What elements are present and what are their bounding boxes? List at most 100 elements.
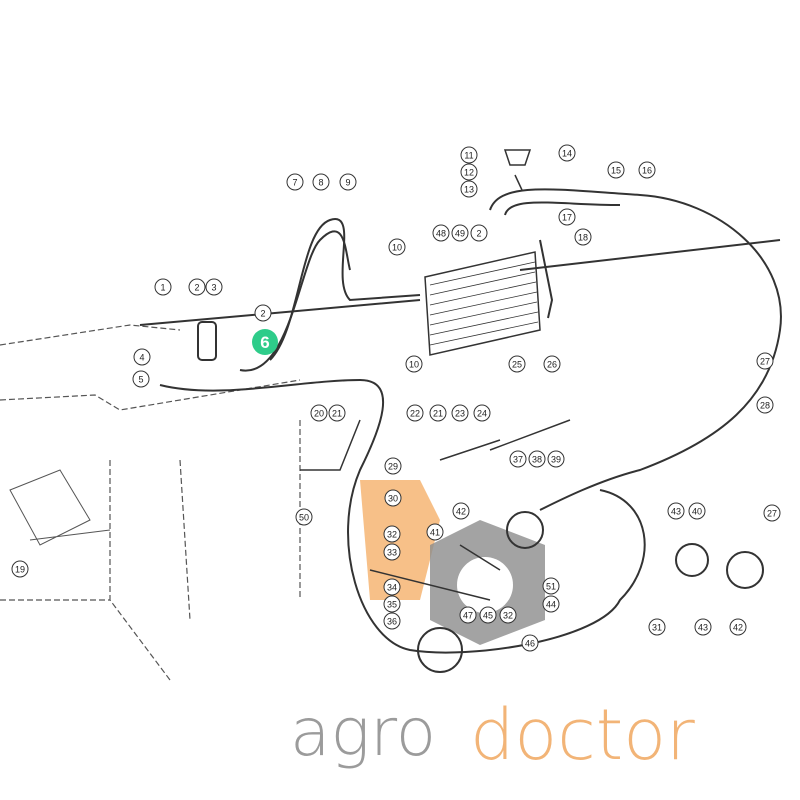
callout-label: 26 bbox=[547, 360, 557, 370]
callout-circle bbox=[383, 612, 401, 630]
callout-circle bbox=[188, 278, 206, 296]
callout-label: 23 bbox=[455, 409, 465, 419]
callout-circle bbox=[451, 404, 469, 422]
receiver-drier bbox=[197, 321, 217, 361]
callout-label: 37 bbox=[513, 455, 523, 465]
callout-5: 5 bbox=[132, 370, 150, 388]
callout-2: 2 bbox=[470, 224, 488, 242]
callout-circle bbox=[429, 404, 447, 422]
callout-label: 50 bbox=[299, 513, 309, 523]
callout-label: 28 bbox=[760, 401, 770, 411]
hose-27 bbox=[489, 188, 782, 511]
callout-label: 17 bbox=[562, 213, 572, 223]
callout-50: 50 bbox=[295, 508, 313, 526]
callout-circle bbox=[638, 161, 656, 179]
callout-48: 48 bbox=[432, 224, 450, 242]
callout-28: 28 bbox=[756, 396, 774, 414]
callout-10: 10 bbox=[405, 355, 423, 373]
callout-label: 11 bbox=[464, 151, 473, 161]
callout-circle bbox=[252, 329, 278, 355]
callout-label: 3 bbox=[211, 283, 216, 293]
callout-21: 21 bbox=[429, 404, 447, 422]
callout-circle bbox=[426, 523, 444, 541]
callout-label: 32 bbox=[503, 611, 513, 621]
callout-circle bbox=[543, 355, 561, 373]
callout-29: 29 bbox=[384, 457, 402, 475]
callout-45: 45 bbox=[479, 606, 497, 624]
callout-circle bbox=[558, 144, 576, 162]
callout-circle bbox=[479, 606, 497, 624]
callout-32: 32 bbox=[383, 525, 401, 543]
callout-38: 38 bbox=[528, 450, 546, 468]
callout-circle bbox=[756, 352, 774, 370]
callout-circle bbox=[384, 489, 402, 507]
callout-20: 20 bbox=[310, 404, 328, 422]
callout-18: 18 bbox=[574, 228, 592, 246]
callout-label: 8 bbox=[318, 178, 323, 188]
callout-36: 36 bbox=[383, 612, 401, 630]
callout-label: 21 bbox=[332, 409, 342, 419]
cab-outline bbox=[0, 324, 301, 681]
callout-circle bbox=[508, 355, 526, 373]
callout-label: 9 bbox=[345, 178, 350, 188]
callout-circle bbox=[509, 450, 527, 468]
callout-label: 6 bbox=[260, 333, 269, 352]
callout-label: 49 bbox=[455, 229, 465, 239]
callout-label: 42 bbox=[733, 623, 743, 633]
callout-34: 34 bbox=[383, 578, 401, 596]
callout-label: 12 bbox=[464, 168, 474, 178]
callout-circle bbox=[133, 348, 151, 366]
callout-circle bbox=[295, 508, 313, 526]
callout-label: 31 bbox=[652, 623, 662, 633]
callout-label: 47 bbox=[463, 611, 473, 621]
callout-circle bbox=[694, 618, 712, 636]
callout-23: 23 bbox=[451, 404, 469, 422]
callout-circle bbox=[432, 224, 450, 242]
callout-19: 19 bbox=[11, 560, 29, 578]
clutch-40 bbox=[675, 543, 709, 577]
callout-label: 43 bbox=[698, 623, 708, 633]
callout-circle bbox=[312, 173, 330, 191]
callout-circle bbox=[542, 577, 560, 595]
callout-21: 21 bbox=[328, 404, 346, 422]
callout-8: 8 bbox=[312, 173, 330, 191]
callout-46: 46 bbox=[521, 634, 539, 652]
callout-label: 4 bbox=[139, 353, 144, 363]
callout-label: 34 bbox=[387, 583, 397, 593]
callout-label: 32 bbox=[387, 530, 397, 540]
callout-1: 1 bbox=[154, 278, 172, 296]
callout-circle bbox=[558, 208, 576, 226]
callout-label: 10 bbox=[409, 360, 419, 370]
callout-circle bbox=[11, 560, 29, 578]
pipe-26 bbox=[539, 239, 554, 319]
hose-upper bbox=[504, 201, 781, 271]
cab-outline-inner bbox=[9, 469, 111, 546]
callout-43: 43 bbox=[694, 618, 712, 636]
callout-circle bbox=[339, 173, 357, 191]
logo-hexagon-hole bbox=[457, 557, 513, 613]
callout-label: 16 bbox=[642, 166, 652, 176]
callout-9: 9 bbox=[339, 173, 357, 191]
callout-label: 33 bbox=[387, 548, 397, 558]
callout-42: 42 bbox=[729, 618, 747, 636]
callout-label: 2 bbox=[194, 283, 199, 293]
callout-label: 46 bbox=[525, 639, 535, 649]
callout-circle bbox=[756, 396, 774, 414]
callout-12: 12 bbox=[460, 163, 478, 181]
hose-main bbox=[159, 378, 646, 654]
callout-label: 38 bbox=[532, 455, 542, 465]
callout-13: 13 bbox=[460, 180, 478, 198]
callout-circle bbox=[607, 161, 625, 179]
callout-label: 1 bbox=[160, 283, 165, 293]
callout-22: 22 bbox=[406, 404, 424, 422]
callout-label: 14 bbox=[562, 149, 572, 159]
watermark-doctor: doctor bbox=[470, 694, 695, 776]
callout-circle bbox=[528, 450, 546, 468]
callout-3: 3 bbox=[205, 278, 223, 296]
callout-label: 5 bbox=[138, 375, 143, 385]
callout-circle bbox=[542, 595, 560, 613]
callout-circle bbox=[388, 238, 406, 256]
callout-circle bbox=[328, 404, 346, 422]
